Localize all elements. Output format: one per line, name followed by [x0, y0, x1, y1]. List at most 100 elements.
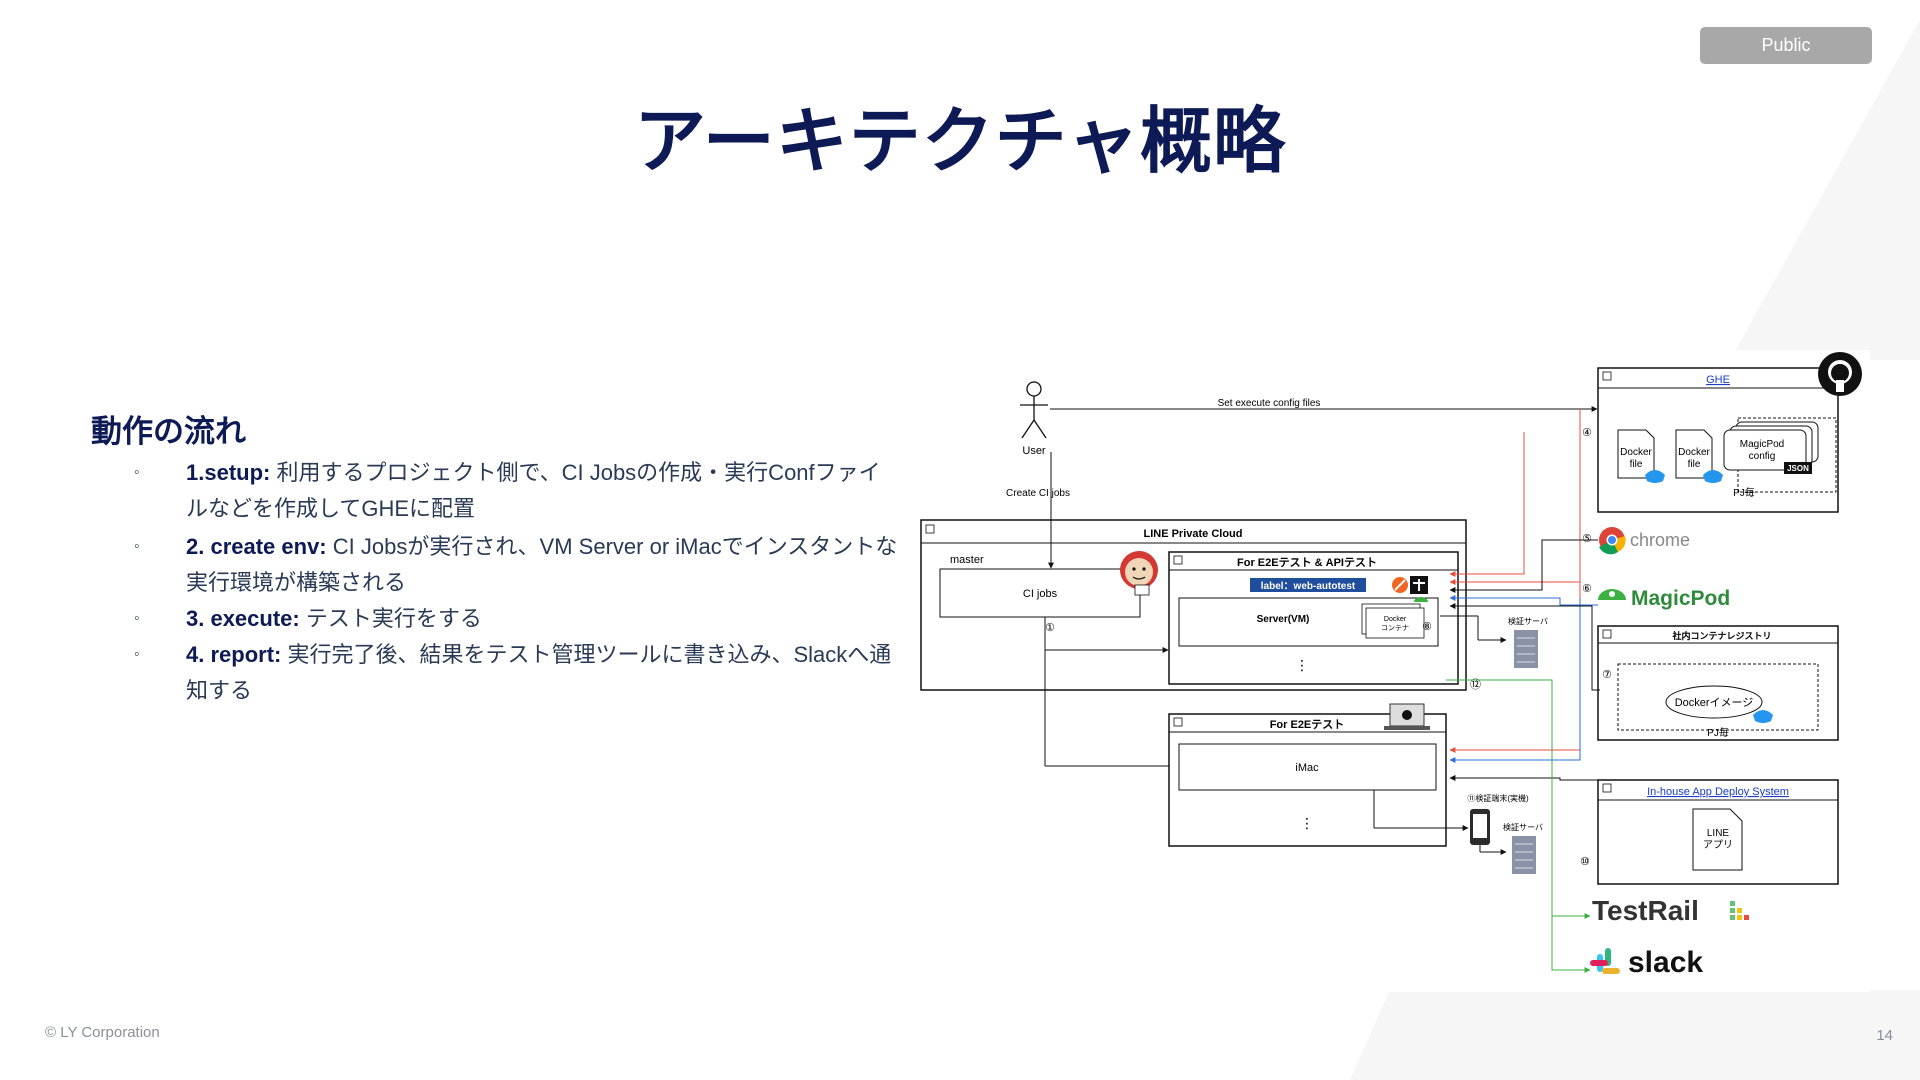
- label-tag: [1250, 578, 1366, 592]
- step-text: CI Jobsが実行され、VM Server or iMacでインスタントな実行…: [186, 534, 898, 595]
- set-config-label: Set execute config files: [1218, 398, 1321, 409]
- num12-label: ⑫: [1470, 678, 1481, 691]
- pj-each-label: PJ毎: [1707, 726, 1729, 739]
- user-label: User: [1022, 445, 1046, 457]
- deploy-link[interactable]: In-house App Deploy System: [1647, 786, 1789, 798]
- create-jobs-label: Create CI jobs: [1006, 488, 1070, 499]
- laptop-apple-icon: [1384, 703, 1430, 730]
- docker-container-label-1: Docker: [1384, 616, 1407, 623]
- num10-label: ⑩: [1580, 856, 1590, 868]
- bullet: ◦: [134, 646, 140, 663]
- registry-label: 社内コンテナレジストリ: [1671, 630, 1771, 641]
- magicpod-config-doc: [1723, 429, 1807, 471]
- bullet: ◦: [134, 538, 140, 555]
- magicpod-label: MagicPod: [1631, 587, 1730, 610]
- slack-label: slack: [1628, 946, 1703, 979]
- bullet: ◦: [134, 610, 140, 627]
- collapse-icon: [1173, 555, 1183, 565]
- collapse-icon: [1173, 717, 1183, 727]
- chrome-connection-line: [1449, 539, 1598, 593]
- step-label: 2. create env:: [186, 534, 327, 559]
- public-badge: Public: [1700, 27, 1872, 64]
- flow-step-execute: ◦ 3. execute: テスト実行をする: [134, 601, 898, 637]
- magicpod-small-icon: [1414, 597, 1428, 602]
- num8-label: ⑧: [1422, 621, 1432, 633]
- num6-label: ⑥: [1582, 583, 1592, 595]
- slack-icon: [1590, 948, 1620, 974]
- verify-server-label: 検証サーバ: [1508, 616, 1548, 626]
- github-icon: [1818, 352, 1862, 396]
- bullet: ◦: [134, 464, 140, 481]
- docker-container-label-2: コンテナ: [1381, 624, 1409, 632]
- flow-step-create-env: ◦ 2. create env: CI Jobsが実行され、VM Server …: [134, 529, 898, 601]
- private-cloud-box: [920, 519, 1467, 691]
- collapse-icon: [1602, 629, 1612, 639]
- json-icon: [1784, 462, 1812, 474]
- num4-label: ④: [1582, 427, 1592, 439]
- ghe-link[interactable]: GHE: [1706, 374, 1730, 386]
- jenkins-icon: [1120, 551, 1158, 596]
- docker-icon: [1753, 710, 1773, 723]
- flow-heading: 動作の流れ: [91, 414, 246, 449]
- green-connection-lines: [1446, 679, 1591, 973]
- flow-step-setup: ◦ 1.setup: 利用するプロジェクト側で、CI Jobsの作成・実行Con…: [134, 455, 898, 527]
- server-vm-label: Server(VM): [1257, 614, 1310, 625]
- docker-image-label: Dockerイメージ: [1675, 697, 1754, 709]
- footer-copyright: © LY Corporation: [45, 1024, 160, 1041]
- docker-file-1: Docker file: [1617, 429, 1665, 483]
- page-title: アーキテクチャ概略: [634, 102, 1286, 182]
- architecture-diagram-svg: User Set execute config files Create CI …: [920, 352, 1862, 979]
- docker-file-label: Docker: [1620, 447, 1652, 458]
- num5-label: ⑤: [1582, 533, 1592, 545]
- registry-box: [1597, 625, 1839, 741]
- docker-file-2: Docker file: [1675, 429, 1723, 483]
- step-text: テスト実行をする: [299, 606, 482, 631]
- pj-each-label: PJ毎: [1733, 486, 1755, 499]
- testrail-icon: [1730, 901, 1749, 920]
- step-label: 4. report:: [186, 642, 282, 667]
- verify-server-icon: [1514, 630, 1538, 668]
- docker-file-label: file: [1688, 459, 1701, 470]
- verify-server2-icon: [1512, 836, 1536, 874]
- e2e-label: For E2Eテスト: [1270, 718, 1345, 731]
- num1-label: ①: [1045, 622, 1055, 634]
- label-tag-text: label：web-autotest: [1261, 581, 1356, 592]
- testrail-label: TestRail: [1592, 895, 1699, 926]
- deploy-connection-line: [1449, 775, 1598, 781]
- step-text: 利用するプロジェクト側で、CI Jobsの作成・実行Confファイルなどを作成し…: [186, 460, 881, 521]
- step-label: 1.setup:: [186, 460, 271, 485]
- step-label: 3. execute:: [186, 606, 300, 631]
- master-label: master: [950, 554, 984, 566]
- phone-icon: [1470, 809, 1490, 845]
- imac-label: iMac: [1295, 762, 1319, 774]
- imac-box: [1178, 743, 1437, 791]
- line-app-label-2: アプリ: [1703, 839, 1733, 851]
- docker-icon: [1703, 470, 1723, 483]
- chrome-label: chrome: [1630, 530, 1690, 550]
- collapse-icon: [925, 524, 935, 534]
- background-shape-bottom-right: [1350, 990, 1920, 1080]
- pj-group-registry: [1617, 663, 1819, 731]
- user-figure: [1020, 381, 1048, 439]
- device-label: ⑪検証端末(実機): [1467, 793, 1529, 803]
- blue-connection-lines: [1449, 595, 1598, 763]
- registry-connection-line: [1449, 603, 1598, 691]
- docker-file-label: file: [1630, 459, 1643, 470]
- line-app-label-1: LINE: [1707, 828, 1730, 839]
- ci-jobs-box: [939, 568, 1141, 618]
- collapse-icon: [1602, 783, 1612, 793]
- magicpod-config-label-1: MagicPod: [1740, 439, 1784, 450]
- chrome-icon: [1599, 527, 1626, 555]
- architecture-diagram: User Set execute config files Create CI …: [900, 350, 1870, 992]
- background-shape-top-right: [1730, 20, 1920, 360]
- docker-file-label: Docker: [1678, 447, 1710, 458]
- ci-jobs-label: CI jobs: [1023, 588, 1058, 600]
- flow-step-report: ◦ 4. report: 実行完了後、結果をテスト管理ツールに書き込み、Slac…: [134, 637, 898, 709]
- page-number: 14: [1876, 1027, 1893, 1044]
- verify-server2-label: 検証サーバ: [1503, 822, 1543, 832]
- json-label: JSON: [1787, 464, 1809, 473]
- red-connection-lines: [1449, 409, 1581, 753]
- e2e-api-label: For E2Eテスト & APIテスト: [1237, 556, 1377, 569]
- more-imacs-dots: ⋮: [1300, 815, 1314, 831]
- line-app-doc: [1692, 808, 1743, 871]
